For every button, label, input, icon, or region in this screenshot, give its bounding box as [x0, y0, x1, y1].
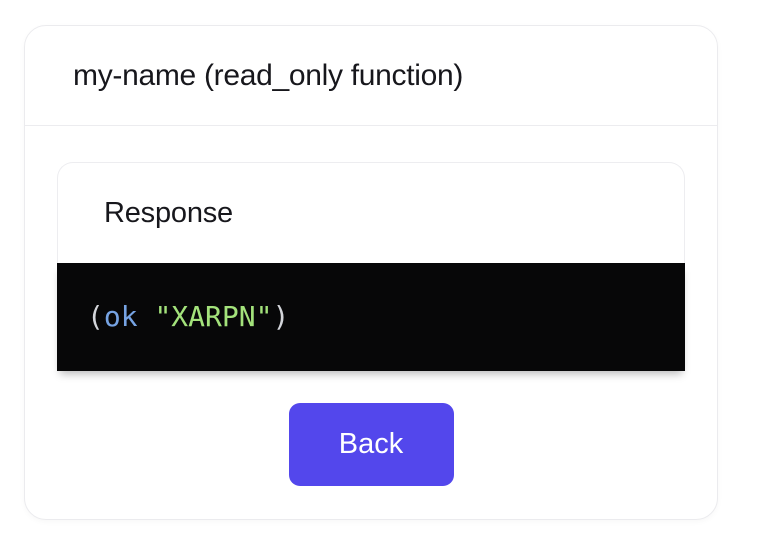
response-header: Response [57, 162, 685, 263]
response-code-block: (ok "XARPN") [57, 263, 685, 371]
page-title: my-name (read_only function) [73, 58, 464, 92]
back-button[interactable]: Back [288, 403, 454, 486]
response-panel: Response (ok "XARPN") [57, 162, 685, 371]
response-title: Response [104, 196, 233, 229]
card-header: my-name (read_only function) [25, 26, 717, 126]
code-token-string: "XARPN" [154, 300, 273, 334]
code-token-keyword: ok [103, 300, 138, 334]
code-token-close-paren: ) [272, 300, 290, 334]
card-body: Response (ok "XARPN") Back [25, 126, 717, 518]
code-token-space [138, 300, 155, 333]
code-token-open-paren: ( [87, 300, 104, 334]
actions-row: Back [57, 403, 685, 486]
function-card: my-name (read_only function) Response (o… [24, 25, 718, 520]
response-code-line: (ok "XARPN") [87, 297, 289, 336]
